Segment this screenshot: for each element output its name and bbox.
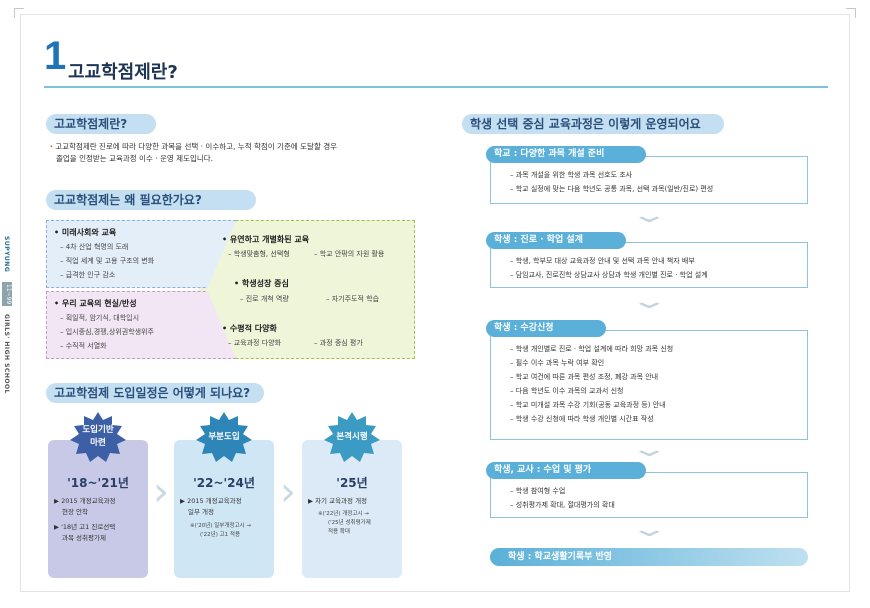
stage-line: 과목 성취평가제 bbox=[62, 534, 106, 542]
stage-note-line: ('22년) 고1 적용 bbox=[200, 532, 241, 538]
chevron-right-icon: › bbox=[153, 469, 169, 515]
definition-text: · 고교학점제란 진로에 따라 다양한 과목을 선택 · 이수하고, 누적 학점… bbox=[50, 141, 420, 165]
step-1-item: – 과목 개설을 위한 학생 과목 선호도 조사 bbox=[510, 171, 633, 179]
reality-title: • 우리 교육의 현실/반성 bbox=[54, 299, 137, 308]
growth-title: • 학생성장 중심 bbox=[234, 279, 289, 288]
stage-line: ▶ 2015 개정교육과정 bbox=[54, 497, 116, 505]
flexible-left: – 학생맞춤형, 선택형 bbox=[228, 250, 290, 258]
society-item: – 4차 산업 혁명의 도래 bbox=[60, 243, 129, 251]
flexible-right: – 학교 안팎의 자원 활용 bbox=[314, 250, 385, 258]
equity-title: • 수평적 다양화 bbox=[222, 324, 277, 333]
definition-line-2: 졸업을 인정받는 교육과정 이수 · 운영 제도입니다. bbox=[56, 154, 214, 163]
stage-line: ▶ 2015 개정교육과정 bbox=[180, 497, 242, 505]
burst-badge-icon bbox=[196, 412, 252, 462]
final-step-label: 학생 : 학교생활기록부 반영 bbox=[490, 548, 808, 566]
step-1-item: – 학교 실정에 맞는 다음 학년도 공통 과목, 선택 과목(일반/진로) 편… bbox=[510, 185, 714, 193]
spine-school-name: SUPYUNG bbox=[3, 236, 10, 273]
stage-badge-3: 본격시행 bbox=[324, 412, 380, 462]
education-reality-box bbox=[46, 291, 236, 359]
step-3-item: – 학생 수강 신청에 따라 학생 개인별 시간표 작성 bbox=[510, 415, 654, 423]
chevron-down-icon: ⌄ bbox=[628, 517, 670, 542]
spine: SUPYUNG 11~99 GIRLS' HIGH SCHOOL bbox=[0, 0, 14, 608]
burst-badge-icon bbox=[70, 412, 126, 462]
society-item: – 급격한 인구 감소 bbox=[60, 271, 116, 279]
stage-badge-line1: 본격시행 bbox=[336, 432, 368, 442]
title-divider bbox=[44, 86, 828, 88]
stage-note-line: ※('20년) 일부개정고시 → bbox=[190, 523, 251, 529]
burst-badge-icon bbox=[324, 412, 380, 462]
stage-note-line: ※('22년) 개정고시 → bbox=[318, 511, 369, 517]
society-title: • 미래사회와 교육 bbox=[54, 228, 117, 237]
stage-line: 일부 개정 bbox=[188, 508, 214, 516]
equity-left: – 교육과정 다양화 bbox=[228, 339, 282, 347]
stage-note-line: 적용 확대 bbox=[328, 529, 350, 535]
step-2-box bbox=[490, 242, 808, 288]
step-2-label: 학생 : 진로 · 학업 설계 bbox=[486, 232, 626, 249]
chevron-right-icon: › bbox=[280, 469, 296, 515]
stage-line: ▶ 차기 교육과정 개정 bbox=[308, 497, 368, 505]
step-3-item: – 학교 미개설 과목 수강 기회(공동 교육과정 등) 안내 bbox=[510, 401, 666, 409]
society-item: – 직업 세계 및 고용 구조의 변화 bbox=[60, 257, 155, 265]
chapter-number: 1 bbox=[44, 34, 67, 78]
chevron-down-icon: ⌄ bbox=[628, 203, 670, 228]
stage-2-note: ※('20년) 일부개정고시 → ('22년) 고1 적용 bbox=[190, 522, 270, 540]
stage-3-note: ※('22년) 개정고시 → ('25년 성취평가제 적용 확대 bbox=[318, 510, 398, 537]
chevron-down-icon: ⌄ bbox=[628, 437, 670, 462]
stage-note-line: ('25년 성취평가제 bbox=[328, 520, 371, 526]
step-1-box bbox=[490, 156, 808, 204]
future-society-box bbox=[46, 220, 236, 288]
stage-badge-line2: 마련 bbox=[90, 438, 106, 448]
stage-badge-line1: 도입기반 bbox=[82, 425, 114, 435]
reality-item: – 입시중심,경쟁,상위권학생위주 bbox=[60, 328, 154, 336]
bullet-icon: · bbox=[50, 142, 53, 151]
necessity-heading: 고교학점제는 왜 필요한가요? bbox=[46, 190, 256, 210]
definition-line-1: 고교학점제란 진로에 따라 다양한 과목을 선택 · 이수하고, 누적 학점이 … bbox=[55, 142, 338, 151]
chevron-down-icon: ⌄ bbox=[628, 289, 670, 314]
stage-year-3: '25년 bbox=[336, 476, 368, 490]
step-1-label: 학교 : 다양한 과목 개설 준비 bbox=[486, 146, 646, 163]
stage-badge-2: 부분도입 bbox=[196, 412, 252, 462]
stage-year-1: '18~'21년 bbox=[67, 476, 129, 490]
step-2-item: – 학생, 학부모 대상 교육과정 안내 및 선택 과목 안내 책자 배부 bbox=[510, 257, 695, 265]
crop-mark bbox=[14, 8, 24, 18]
stage-line: 현장 안착 bbox=[62, 508, 88, 516]
reality-item: – 수직적 서열화 bbox=[60, 342, 107, 350]
stage-card-3 bbox=[302, 440, 402, 578]
operation-heading: 학생 선택 중심 교육과정은 이렇게 운영되어요 bbox=[462, 114, 724, 134]
step-3-item: – 학생 개인별로 진로 · 학업 설계에 따라 희망 과목 신청 bbox=[510, 345, 674, 353]
stage-year-2: '22~'24년 bbox=[193, 476, 255, 490]
step-3-label: 학생 : 수강신청 bbox=[486, 320, 606, 337]
stage-badge-1: 도입기반 마련 bbox=[70, 412, 126, 462]
stage-3-details: ▶ 차기 교육과정 개정 bbox=[308, 496, 400, 507]
crop-mark bbox=[846, 8, 856, 18]
stage-2-details: ▶ 2015 개정교육과정 일부 개정 bbox=[180, 496, 272, 518]
stage-card-2 bbox=[174, 440, 274, 578]
flexible-title: • 유연하고 개별화된 교육 bbox=[222, 235, 310, 244]
growth-left: – 진로 개척 역량 bbox=[240, 295, 289, 303]
step-3-item: – 다음 학년도 이수 과목의 교과서 신청 bbox=[510, 387, 624, 395]
equity-right: – 과정 중심 평가 bbox=[314, 339, 363, 347]
stage-card-1 bbox=[48, 440, 148, 578]
step-4-box bbox=[490, 472, 808, 518]
growth-right: – 자기주도적 학습 bbox=[326, 295, 380, 303]
definition-heading: 고교학점제란? bbox=[46, 114, 156, 134]
stage-line: ▶ '18년 고1 진로선택 bbox=[54, 523, 116, 531]
schedule-heading: 고교학점제 도입일정은 어떻게 되나요? bbox=[46, 383, 264, 403]
step-3-item: – 학교 여건에 따른 과목 편성 조정, 폐강 과목 안내 bbox=[510, 373, 659, 381]
stage-badge-line1: 부분도입 bbox=[208, 432, 240, 442]
step-2-item: – 담임교사, 진로진학 상담교사 상담과 학생 개인별 진로 · 학업 설계 bbox=[510, 271, 708, 279]
step-4-label: 학생, 교사 : 수업 및 평가 bbox=[486, 462, 646, 479]
reality-item: – 획일적, 암기식, 대학입시 bbox=[60, 314, 140, 322]
step-3-box bbox=[490, 330, 808, 440]
step-4-item: – 성취평가제 확대, 절대평가의 확대 bbox=[510, 501, 615, 509]
step-3-item: – 필수 이수 과목 누락 여부 확인 bbox=[510, 359, 605, 367]
spine-page-number: 11~99 bbox=[2, 282, 12, 306]
spine-school-subtitle: GIRLS' HIGH SCHOOL bbox=[3, 314, 10, 394]
page-title: 고교학점제란? bbox=[68, 62, 178, 83]
step-4-item: – 학생 참여형 수업 bbox=[510, 487, 566, 495]
stage-1-details: ▶ 2015 개정교육과정 현장 안착 ▶ '18년 고1 진로선택 과목 성취… bbox=[54, 496, 146, 544]
